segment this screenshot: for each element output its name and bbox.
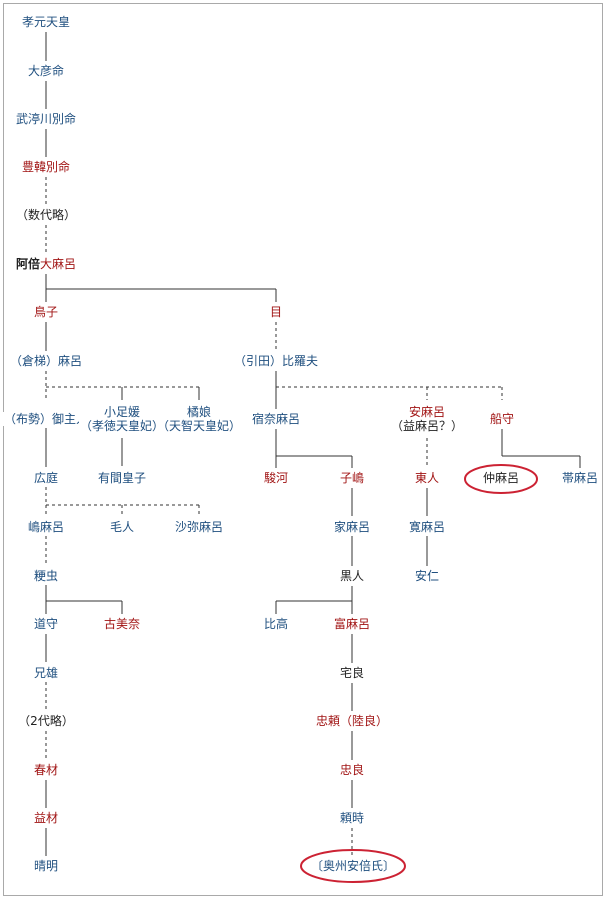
node-abe-omaro: 阿倍大麻呂 bbox=[14, 257, 78, 271]
node-kurahashi: （倉梯）麻呂 bbox=[8, 354, 84, 368]
node-tomimaro: 富麻呂 bbox=[332, 617, 372, 631]
tachibana-name: 橘娘 bbox=[186, 405, 212, 419]
node-aomushi: 粳虫 bbox=[32, 569, 60, 583]
yasumaro-note: （益麻呂？） bbox=[390, 419, 464, 433]
diagram-frame bbox=[3, 3, 603, 896]
node-masuki: 益材 bbox=[32, 811, 60, 825]
node-shimamaro: 嶋麻呂 bbox=[26, 520, 66, 534]
yasumaro-name: 安麻呂 bbox=[408, 405, 446, 419]
tachibana-note: （天智天皇妃） bbox=[156, 419, 242, 433]
node-hiromaro: 寛麻呂 bbox=[407, 520, 447, 534]
abe-name: 大麻呂 bbox=[40, 257, 77, 271]
node-oshu-abe: 〔奥州安倍氏〕 bbox=[310, 859, 396, 873]
node-seimei: 晴明 bbox=[32, 859, 60, 873]
node-kurohito: 黒人 bbox=[338, 569, 366, 583]
node-sukuna: 宿奈麻呂 bbox=[250, 412, 302, 426]
node-omit2: （2代略） bbox=[17, 714, 75, 728]
node-yasuhito: 安仁 bbox=[413, 569, 441, 583]
node-takenunakawa: 武渟川別命 bbox=[14, 112, 78, 126]
node-komina: 古美奈 bbox=[102, 617, 142, 631]
node-obimaro: 帯麻呂 bbox=[560, 471, 600, 485]
node-me: 目 bbox=[268, 305, 284, 319]
node-eo: 兄雄 bbox=[32, 666, 60, 680]
node-otarashi: 小足媛（孝徳天皇妃） bbox=[78, 405, 166, 433]
node-nakamaro: 仲麻呂 bbox=[482, 471, 520, 485]
node-mishuhito: （布勢）御主人 bbox=[2, 412, 90, 426]
node-tachibana: 橘娘（天智天皇妃） bbox=[155, 405, 243, 433]
node-samimaro: 沙弥麻呂 bbox=[173, 520, 225, 534]
node-tadayoshi: 忠良 bbox=[338, 763, 366, 777]
otarashi-name: 小足媛 bbox=[103, 405, 141, 419]
node-hironiwa: 広庭 bbox=[32, 471, 60, 485]
node-yoritoki: 頼時 bbox=[338, 811, 366, 825]
node-omit1: （数代略） bbox=[14, 208, 78, 222]
node-toyokara: 豊韓別命 bbox=[20, 160, 72, 174]
node-hitaka: 比高 bbox=[262, 617, 290, 631]
node-hiketa: （引田）比羅夫 bbox=[232, 354, 320, 368]
node-suruga: 駿河 bbox=[262, 471, 290, 485]
highlight-ellipse-nakamaro bbox=[464, 464, 538, 494]
node-azumahito: 東人 bbox=[413, 471, 441, 485]
node-funamori: 船守 bbox=[488, 412, 516, 426]
abe-prefix: 阿倍 bbox=[15, 257, 40, 271]
node-yakaryo: 宅良 bbox=[338, 666, 366, 680]
node-torimi: 鳥子 bbox=[32, 305, 60, 319]
node-harukizai: 春材 bbox=[32, 763, 60, 777]
node-arima: 有間皇子 bbox=[96, 471, 148, 485]
node-iemaro: 家麻呂 bbox=[332, 520, 372, 534]
node-koshima: 子嶋 bbox=[338, 471, 366, 485]
node-tadayori: 忠頼（陸良） bbox=[314, 714, 390, 728]
highlight-ellipse-oshu bbox=[300, 849, 406, 883]
node-yasumaro: 安麻呂（益麻呂？） bbox=[389, 405, 465, 433]
node-keto: 毛人 bbox=[108, 520, 136, 534]
otarashi-note: （孝徳天皇妃） bbox=[79, 419, 165, 433]
node-koken: 孝元天皇 bbox=[20, 15, 72, 29]
node-michimori: 道守 bbox=[32, 617, 60, 631]
node-ohiko: 大彦命 bbox=[26, 64, 66, 78]
